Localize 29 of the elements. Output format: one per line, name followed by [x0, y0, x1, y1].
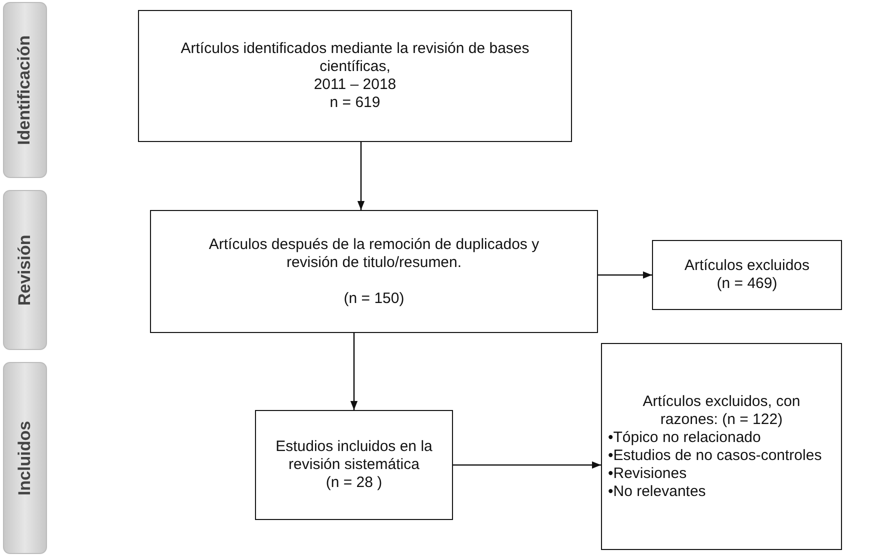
box-text: (n = 150): [344, 290, 404, 308]
box-text: Estudios incluidos en la revisión sistemática: [274, 438, 434, 474]
box-text: (n = 28 ): [326, 474, 382, 492]
box-text: Artículos excluidos, con razones: (n = 122): [642, 392, 802, 428]
stage-label-bar: [3, 2, 47, 178]
process-box: [652, 240, 842, 310]
stage-label: Incluidos: [14, 420, 35, 496]
arrow: [350, 333, 358, 410]
stage-label: Revisión: [14, 234, 35, 306]
box-text: Artículos después de la remoción de duplicados y revisión de titulo/resumen.: [208, 236, 540, 272]
arrow: [453, 461, 601, 469]
arrow: [357, 142, 365, 210]
stage-label-bar: [3, 362, 47, 554]
box-text: n = 619: [330, 94, 380, 112]
process-box: [138, 10, 572, 142]
process-box: [255, 410, 453, 520]
box-text: (n = 469): [716, 275, 778, 293]
box-text: •Revisiones: [608, 464, 688, 482]
box-text: Artículos identificados mediante la revisión de bases científicas,: [180, 40, 530, 76]
process-box: [150, 210, 598, 333]
stage-label: Identificación: [14, 35, 35, 145]
arrow: [598, 271, 652, 279]
box-text: •Estudios de no casos-controles: [608, 446, 823, 464]
process-box: [601, 343, 842, 550]
box-text: 2011 – 2018: [314, 76, 396, 94]
stage-label-bar: [3, 190, 47, 350]
box-text: •Tópico no relacionado: [608, 428, 762, 446]
box-text: Artículos excluidos: [684, 257, 810, 275]
box-text: •No relevantes: [608, 482, 707, 500]
